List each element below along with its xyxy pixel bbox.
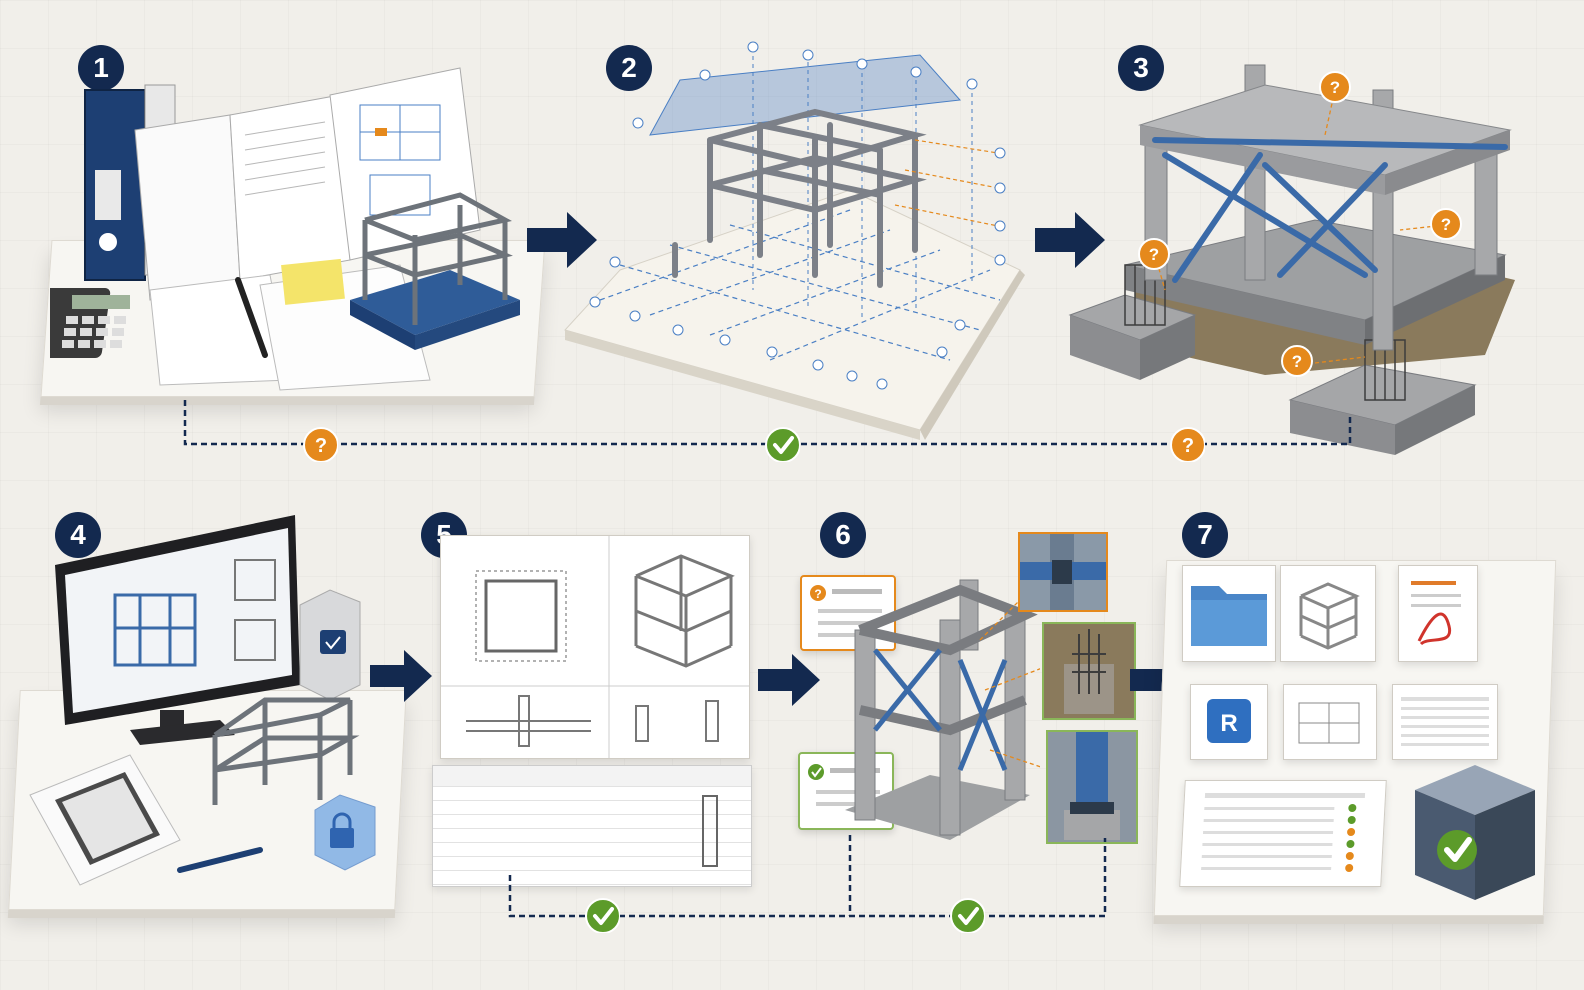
step-4-badge: 4 [55, 512, 101, 558]
step-2-illustration [564, 41, 1025, 440]
server-icon [299, 589, 361, 701]
column-base-image[interactable] [1046, 730, 1138, 844]
arrow-5-to-6 [758, 654, 820, 706]
tablet-icon [29, 754, 181, 886]
arrow-4-to-5 [370, 650, 432, 702]
step-1-badge: 1 [78, 45, 124, 91]
folder-tile[interactable] [1182, 565, 1276, 662]
loop-check-marker-2[interactable] [584, 897, 620, 933]
connection-detail-image[interactable] [1018, 532, 1108, 612]
frame-model-icon [212, 697, 360, 805]
top-feedback-loop [183, 400, 1352, 446]
step-7-badge: 7 [1182, 512, 1228, 558]
frame-model-icon [350, 192, 520, 350]
svg-text:?: ? [1330, 78, 1340, 97]
pdf-icon [1417, 612, 1452, 646]
step-4-illustration [29, 515, 376, 886]
archive-box-icon[interactable] [1405, 760, 1545, 905]
software-tile[interactable]: R [1190, 684, 1268, 760]
step-3-badge: 3 [1118, 45, 1164, 91]
model-tile[interactable] [1280, 565, 1376, 662]
pdf-tile[interactable] [1398, 565, 1478, 662]
loop-question-marker-1[interactable]: ? [302, 426, 338, 462]
plan-sheet-tile[interactable] [1283, 684, 1377, 760]
svg-text:?: ? [315, 435, 327, 457]
step-3-question-marker-1[interactable]: ? [1319, 71, 1355, 107]
axonometric-view [634, 554, 735, 668]
level-plane [649, 54, 962, 136]
checklist-notebook[interactable] [1179, 780, 1387, 887]
steel-frame [672, 108, 927, 288]
step-3-question-marker-4[interactable]: ? [1281, 345, 1317, 381]
revit-icon: R [1220, 710, 1237, 737]
bottom-feedback-loop [508, 835, 1107, 918]
drawing-sheet [440, 535, 750, 759]
checklist-status-icons [1345, 804, 1357, 872]
section-details [466, 695, 719, 747]
loop-question-marker-2[interactable]: ? [1169, 426, 1205, 462]
step-3-illustration [1068, 64, 1515, 455]
schedule-table [432, 765, 752, 887]
step-2-badge: 2 [606, 45, 652, 91]
svg-text:?: ? [1292, 352, 1302, 371]
svg-text:?: ? [1441, 215, 1451, 234]
sticky-note-icon [281, 258, 345, 305]
pen-icon [235, 277, 268, 358]
footing-rebar-image[interactable] [1042, 622, 1136, 720]
arrow-1-to-2 [527, 212, 597, 268]
step-1-illustration [50, 67, 520, 391]
arrow-2-to-3 [1035, 212, 1105, 268]
svg-text:?: ? [1149, 245, 1159, 264]
frame-model-icon [1299, 582, 1360, 650]
step-6-badge: 6 [820, 512, 866, 558]
loop-check-marker-1[interactable] [764, 426, 800, 462]
svg-text:?: ? [1182, 435, 1194, 457]
stylus-icon [177, 847, 263, 873]
step-3-question-marker-2[interactable]: ? [1430, 208, 1466, 244]
open-notebook-icon [134, 114, 241, 301]
lock-icon [314, 794, 376, 871]
calculator-icon [50, 288, 130, 358]
schedule-tile[interactable] [1392, 684, 1498, 760]
svg-text:?: ? [814, 587, 821, 601]
steel-bracing [1152, 137, 1508, 283]
step-6-frame-model [845, 579, 1040, 840]
step-3-question-marker-3[interactable]: ? [1138, 238, 1174, 274]
loop-check-marker-3[interactable] [949, 897, 985, 933]
